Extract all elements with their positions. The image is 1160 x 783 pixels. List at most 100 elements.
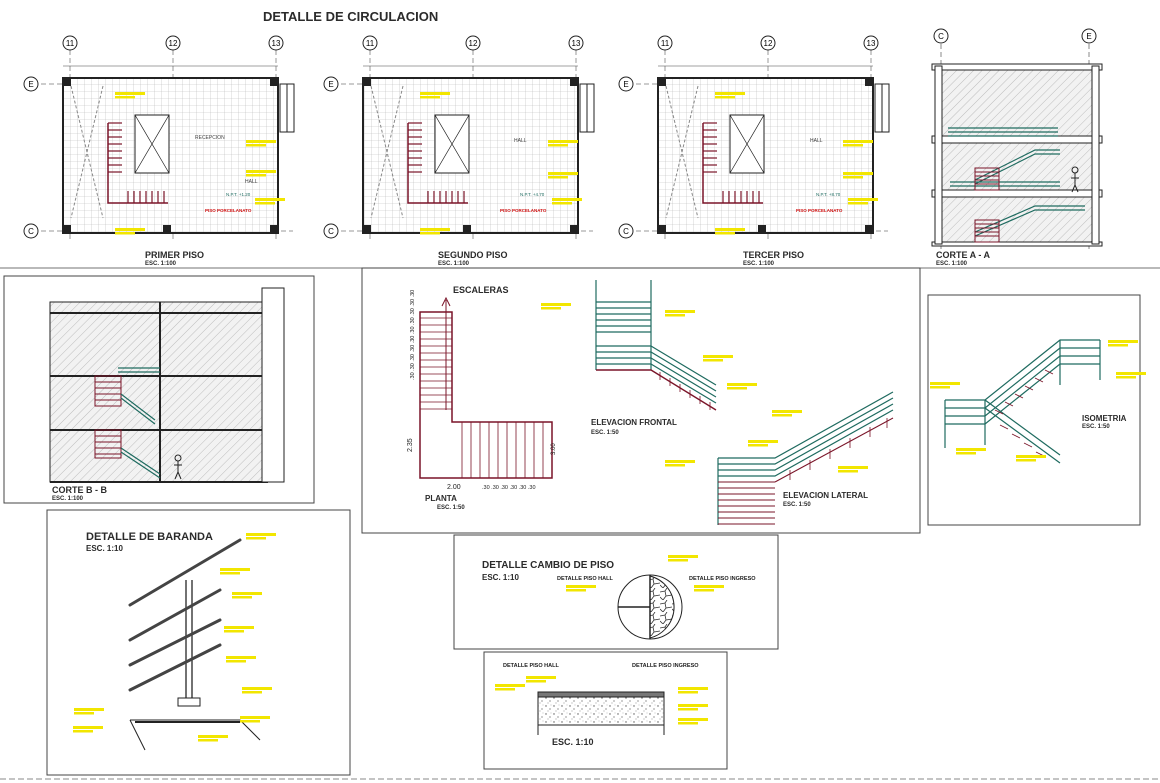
annotation-tag [548, 176, 568, 179]
axis-bubble [362, 35, 378, 51]
hall-label: DETALLE PISO HALL [557, 576, 613, 582]
column [363, 78, 371, 86]
column [63, 225, 71, 233]
planta-scale: ESC. 1:50 [437, 505, 465, 511]
axis-bubble [618, 76, 634, 92]
annotation-tag [727, 383, 757, 386]
axis-bubble-label: 13 [867, 39, 876, 48]
annotation-tag [772, 410, 802, 413]
annotation-tag [495, 684, 525, 687]
annotation-tag [548, 172, 578, 175]
column [463, 225, 471, 233]
axis-bubble [323, 223, 339, 239]
annotation-tag [246, 140, 276, 143]
axis-bubble [760, 35, 776, 51]
isometria-drawing: ISOMETRIA ESC. 1:50 [944, 339, 1127, 464]
level-label-2: N.P.T. +4.70 [520, 192, 545, 197]
annotation-tag [848, 198, 878, 201]
axis-bubble-c: C [938, 32, 944, 41]
annotation-tag [246, 537, 266, 540]
frame-escaleras [361, 267, 921, 534]
planta-title: PLANTA [425, 494, 457, 503]
annotation-tag [678, 718, 708, 721]
annotation-tag [703, 355, 733, 358]
annotation-tag [748, 444, 768, 447]
axis-bubble-label: 11 [366, 39, 375, 48]
cambio-piso-drawing: DETALLE CAMBIO DE PISO ESC. 1:10 DETALLE… [482, 560, 756, 747]
annotation-tag [255, 202, 275, 205]
section-scale: ESC. 1:10 [552, 737, 594, 747]
annotation-tag [74, 708, 104, 711]
stair-dim-width: 2.00 [447, 484, 461, 491]
axis-bubble [465, 35, 481, 51]
annotation-tag [930, 386, 950, 389]
plan-title-1: PRIMER PISO [145, 250, 204, 260]
ingreso-label: DETALLE PISO INGRESO [689, 576, 756, 582]
column [570, 78, 578, 86]
level-label-1: N.P.T. +1.20 [226, 192, 251, 197]
annotation-tags [73, 92, 1146, 742]
annotation-tag [678, 722, 698, 725]
elev-frontal-title: ELEVACION FRONTAL [591, 418, 677, 427]
plan-scale-3: ESC. 1:100 [743, 261, 775, 267]
annotation-tag [956, 448, 986, 451]
annotation-tag [420, 92, 450, 95]
frame-isometria [927, 294, 1141, 526]
annotation-tag [678, 687, 708, 690]
annotation-tag [694, 589, 714, 592]
annotation-tag [541, 303, 571, 306]
column [570, 225, 578, 233]
corte-bb-drawing: CORTE B - B ESC. 1:100 [49, 287, 285, 502]
annotation-tag [242, 691, 262, 694]
elev-frontal-scale: ESC. 1:50 [591, 430, 619, 436]
axis-bubble-label: C [623, 227, 629, 236]
column [658, 225, 666, 233]
corte-aa-drawing: C E CORTE A - A ESC. 1:100 [931, 28, 1103, 267]
annotation-tag [242, 687, 272, 690]
axis-bubble-label: E [28, 80, 33, 89]
annotation-tag [838, 466, 868, 469]
floor-note-3: PISO PORCELANATO [796, 208, 843, 213]
annotation-tag [552, 202, 572, 205]
axis-bubble-label: 12 [469, 39, 478, 48]
annotation-tag [198, 739, 218, 742]
room-label-1: RECEPCION [195, 135, 225, 141]
annotation-tag [246, 144, 266, 147]
annotation-tag [226, 660, 246, 663]
floor-note-2: PISO PORCELANATO [500, 208, 547, 213]
annotation-tag [246, 170, 276, 173]
annotation-tag [727, 387, 747, 390]
column [658, 78, 666, 86]
annotation-tag [703, 359, 723, 362]
stair-tread-dims: .30 .30 .30 .30 .30 .30 [482, 485, 536, 491]
void-cross [729, 114, 765, 174]
column [270, 225, 278, 233]
annotation-tag [694, 585, 724, 588]
axis-bubble [568, 35, 584, 51]
stair-riser-dims: .30 .30 .30 .30 .30 .30 .30 .30 .30 .30 [410, 290, 416, 380]
annotation-tag [115, 228, 145, 231]
annotation-tag [224, 630, 244, 633]
annotation-tag [1016, 455, 1046, 458]
annotation-tag [526, 676, 556, 679]
section-ingreso-label: DETALLE PISO INGRESO [632, 663, 699, 669]
hidden-line [370, 85, 404, 219]
annotation-tag [772, 414, 792, 417]
annotation-tag [73, 730, 93, 733]
column [865, 225, 873, 233]
corte-bb-title: CORTE B - B [52, 485, 107, 495]
annotation-tag [1116, 372, 1146, 375]
annotation-tag [1108, 340, 1138, 343]
annotation-tag [548, 144, 568, 147]
axis-bubble [23, 76, 39, 92]
axis-bubble [657, 35, 673, 51]
cambio-piso-title: DETALLE CAMBIO DE PISO [482, 560, 614, 571]
annotation-tag [552, 198, 582, 201]
annotation-tag [420, 232, 440, 235]
room-label-1b: HALL [245, 179, 258, 185]
column [63, 78, 71, 86]
plan-scale-1: ESC. 1:100 [145, 261, 177, 267]
stair-dim-height: 2.35 [407, 438, 414, 452]
